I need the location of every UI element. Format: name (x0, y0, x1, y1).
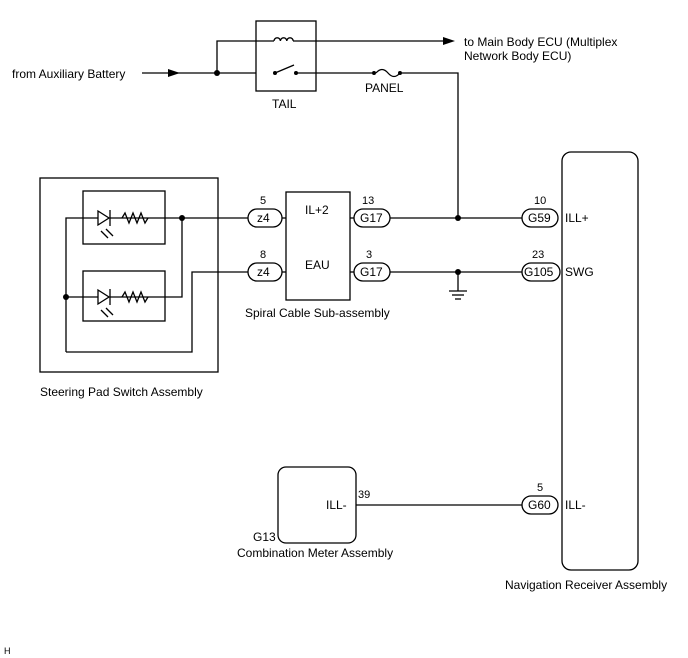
navigation-receiver-label: Navigation Receiver Assembly (505, 578, 667, 592)
footer-mark: H (4, 646, 11, 656)
g60-pin-5: 5 (537, 482, 543, 494)
connector-g60 (521, 495, 559, 515)
spiral-circuit-il2: IL+2 (305, 203, 329, 217)
z4-pin-8: 8 (260, 249, 266, 261)
g105-pin-23: 23 (532, 249, 544, 261)
battery-arrow-icon (168, 69, 180, 77)
led-module-lower (82, 270, 166, 322)
fuse-terminal-left (372, 71, 376, 75)
relay-coil-icon (273, 37, 294, 42)
internal-wire-bottom (66, 271, 248, 353)
combination-meter-terminal: ILL- (326, 498, 347, 512)
panel-fuse-label: PANEL (365, 81, 404, 95)
terminal-ill-plus: ILL+ (565, 211, 589, 225)
combination-meter-assembly: ILL- 39 G13 Combination Meter Assembly (237, 466, 393, 560)
fuse-terminal-right (398, 71, 402, 75)
tail-relay-label: TAIL (272, 97, 297, 111)
coil-feed-wire (216, 40, 272, 73)
connector-z4-upper-label: z4 (257, 211, 270, 225)
panel-fuse-icon (375, 68, 401, 78)
panel-to-ill-wire (402, 72, 459, 218)
navigation-receiver-assembly: Navigation Receiver Assembly 10 G59 ILL+… (505, 151, 667, 592)
tail-relay (255, 20, 317, 92)
combination-meter-code: G13 (253, 530, 276, 544)
from-auxiliary-battery-label: from Auxiliary Battery (12, 67, 125, 81)
spiral-cable-label: Spiral Cable Sub-assembly (245, 306, 390, 320)
z4-pin-5: 5 (260, 195, 266, 207)
connector-g59-label: G59 (528, 211, 551, 225)
steering-pad-switch-assembly: Steering Pad Switch Assembly (39, 177, 248, 399)
g17-pin-13: 13 (362, 195, 374, 207)
connector-g59 (521, 208, 559, 228)
g17-pin-3: 3 (366, 249, 372, 261)
connector-g17-upper-label: G17 (360, 211, 383, 225)
connector-g105 (521, 262, 561, 282)
to-main-body-label-line1: to Main Body ECU (Multiplex (464, 35, 617, 49)
spiral-circuit-eau: EAU (305, 258, 330, 272)
spiral-cable-sub-assembly: Spiral Cable Sub-assembly IL+2 EAU 5 z4 … (245, 191, 391, 320)
navigation-receiver-box (561, 151, 639, 571)
terminal-ill-minus: ILL- (565, 498, 586, 512)
combination-meter-box (277, 466, 357, 544)
internal-wire-upper-right (110, 218, 183, 298)
harness-wires (356, 215, 522, 506)
ground-icon (449, 290, 467, 300)
connector-g17-lower-label: G17 (360, 265, 383, 279)
relay-switch-icon (274, 64, 295, 74)
combination-meter-pin-39: 39 (358, 489, 370, 501)
spiral-cable-box (285, 191, 351, 301)
internal-wire-left (65, 217, 98, 352)
ill-plus-junction (455, 215, 461, 221)
connector-z4-lower-label: z4 (257, 265, 270, 279)
combination-meter-label: Combination Meter Assembly (237, 546, 393, 560)
connector-g105-label: G105 (524, 265, 554, 279)
to-main-body-arrow-icon (443, 37, 455, 45)
to-main-body-label-line2: Network Body ECU) (464, 49, 571, 63)
terminal-swg: SWG (565, 265, 594, 279)
steering-pad-label: Steering Pad Switch Assembly (40, 385, 203, 399)
power-section: from Auxiliary Battery to Main Body ECU … (12, 20, 617, 218)
g59-pin-10: 10 (534, 195, 546, 207)
connector-g60-label: G60 (528, 498, 551, 512)
